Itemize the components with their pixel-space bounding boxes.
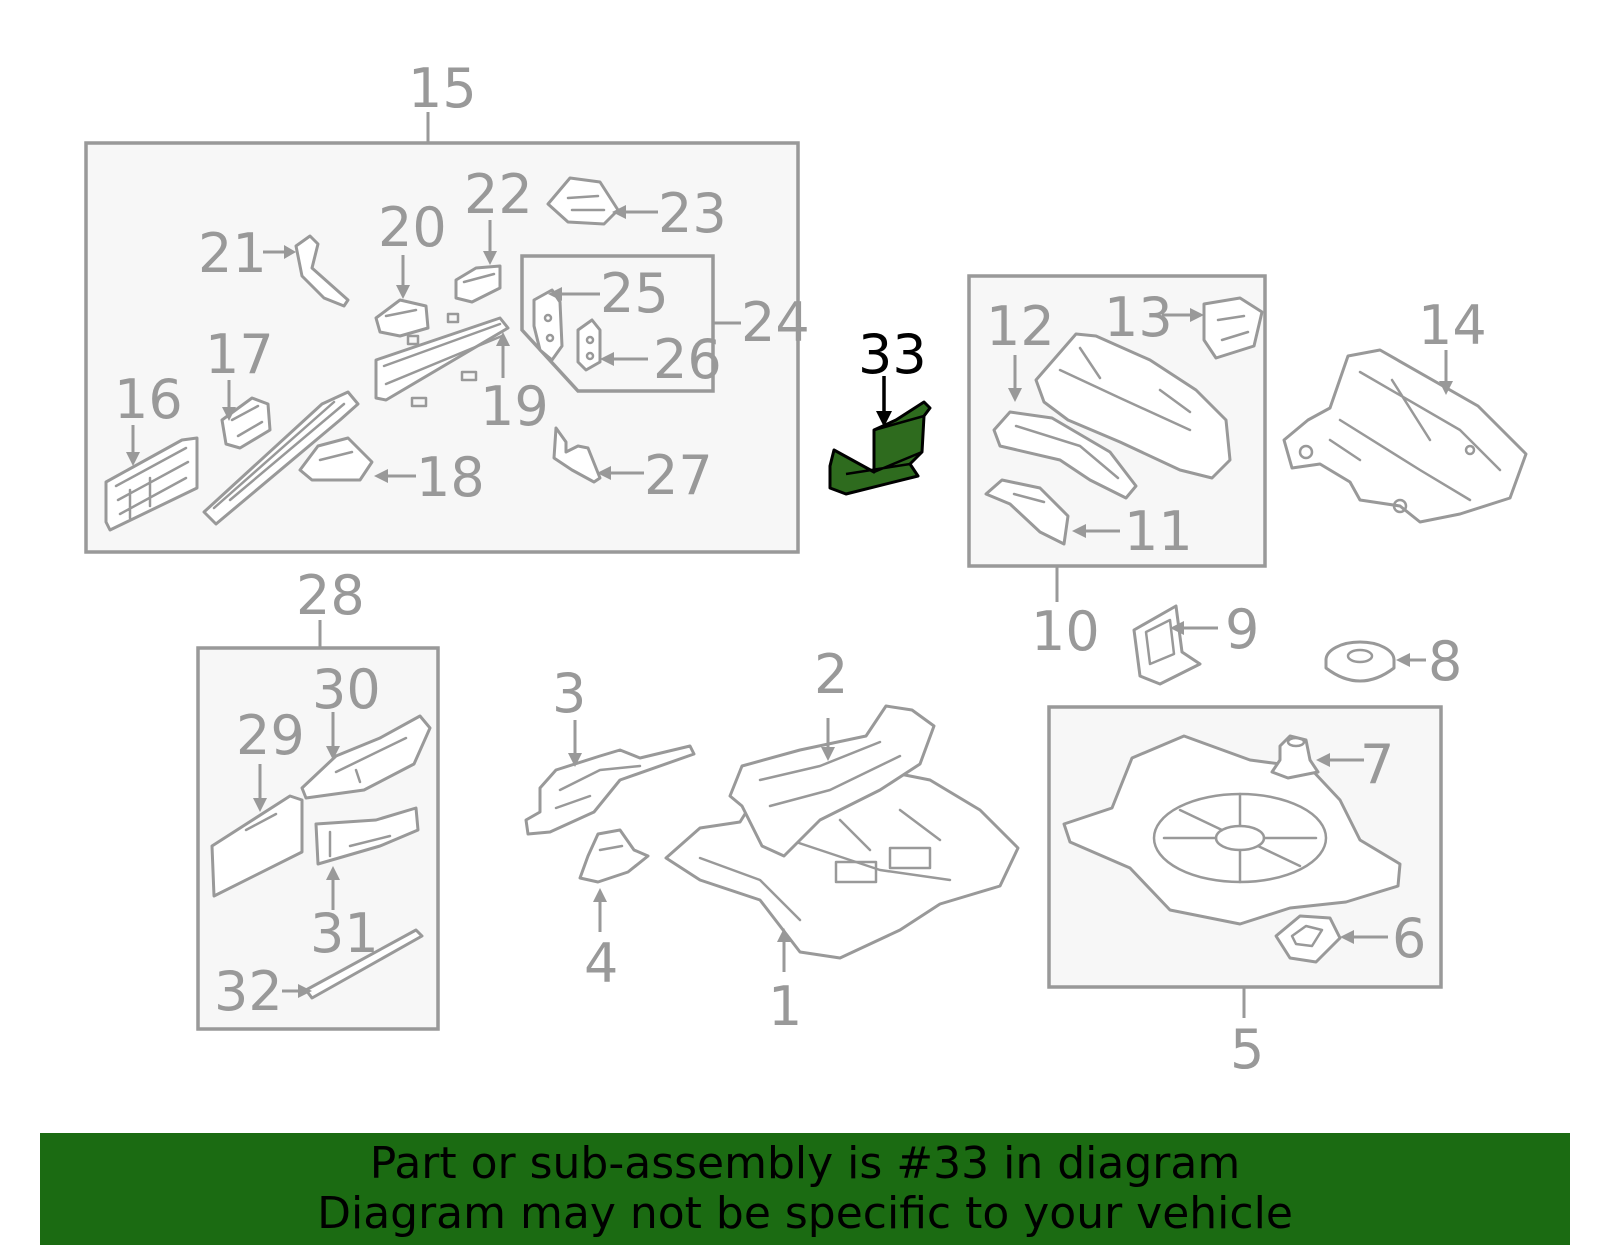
- part-18-icon: [202, 390, 374, 526]
- callout-22: 22: [464, 163, 533, 226]
- part-16-icon: [104, 436, 199, 532]
- part-13-icon: [1202, 296, 1264, 360]
- parts-diagram: 15 24 16 17 18: [84, 57, 1528, 1081]
- callout-15: 15: [408, 57, 477, 120]
- callout-25: 25: [600, 262, 669, 325]
- group-box-5: 5 7 6: [1047, 705, 1443, 1081]
- part-30-icon: [300, 714, 432, 800]
- callout-26: 26: [653, 328, 722, 391]
- banner-line-2: Diagram may not be specific to your vehi…: [317, 1188, 1293, 1239]
- callout-7: 7: [1360, 733, 1394, 796]
- callout-24: 24: [741, 291, 810, 354]
- part-26-icon: [576, 318, 602, 372]
- callout-3: 3: [552, 662, 586, 725]
- callout-32: 32: [214, 960, 283, 1023]
- part-11-icon: [984, 478, 1070, 546]
- callout-21: 21: [198, 222, 267, 285]
- part-19-icon: [374, 312, 510, 408]
- part-29-icon: [210, 794, 304, 898]
- part-6-icon: [1274, 914, 1342, 964]
- callout-33: 33: [858, 323, 927, 386]
- callout-29: 29: [236, 704, 305, 767]
- callout-28: 28: [296, 564, 365, 627]
- part-2-icon: [728, 704, 936, 858]
- part-27-icon: [552, 426, 602, 484]
- callout-19: 19: [480, 375, 549, 438]
- part-14-icon: [1282, 348, 1528, 524]
- part-32-icon: [304, 928, 424, 1000]
- part-22-icon: [454, 264, 502, 304]
- callout-8: 8: [1428, 630, 1462, 693]
- callout-1: 1: [768, 975, 802, 1038]
- group-box-28: 28 29 30 31 32: [196, 564, 440, 1031]
- part-17-icon: [220, 396, 272, 450]
- part-21-icon: [294, 234, 350, 308]
- group-box-24: [520, 254, 715, 393]
- callout-9: 9: [1225, 598, 1259, 661]
- callout-27: 27: [644, 444, 713, 507]
- part-4-icon: [578, 828, 650, 884]
- part-12-icon: [1034, 332, 1232, 480]
- callout-18: 18: [416, 446, 485, 509]
- callout-13: 13: [1104, 286, 1173, 349]
- part-7-icon: [1270, 734, 1320, 780]
- callout-23: 23: [658, 182, 727, 245]
- group-box-10: 10 12 13 11: [967, 274, 1267, 663]
- callout-10: 10: [1031, 600, 1100, 663]
- callout-14: 14: [1418, 294, 1487, 357]
- info-banner: Part or sub-assembly is #33 in diagram D…: [40, 1133, 1570, 1245]
- group-box-15: 15 24 16 17 18: [84, 57, 810, 554]
- callout-2: 2: [814, 643, 848, 706]
- callout-20: 20: [378, 196, 447, 259]
- part-5-icon: [1062, 734, 1402, 926]
- callout-6: 6: [1392, 907, 1426, 970]
- part-31-icon: [314, 806, 420, 866]
- callout-31: 31: [310, 902, 379, 965]
- callout-30: 30: [312, 658, 381, 721]
- part-33-highlighted-icon: [828, 400, 932, 496]
- banner-line-1: Part or sub-assembly is #33 in diagram: [369, 1138, 1241, 1189]
- part-12b-icon: [992, 410, 1138, 500]
- callout-11: 11: [1124, 500, 1193, 563]
- callout-17: 17: [205, 323, 274, 386]
- callout-5: 5: [1230, 1018, 1264, 1081]
- part-20-icon: [374, 298, 430, 338]
- part-9-icon: [1132, 604, 1202, 686]
- callout-4: 4: [584, 932, 618, 995]
- callout-16: 16: [114, 368, 183, 431]
- part-3-icon: [524, 744, 696, 836]
- part-8-icon: [1324, 640, 1396, 683]
- callout-12: 12: [986, 295, 1055, 358]
